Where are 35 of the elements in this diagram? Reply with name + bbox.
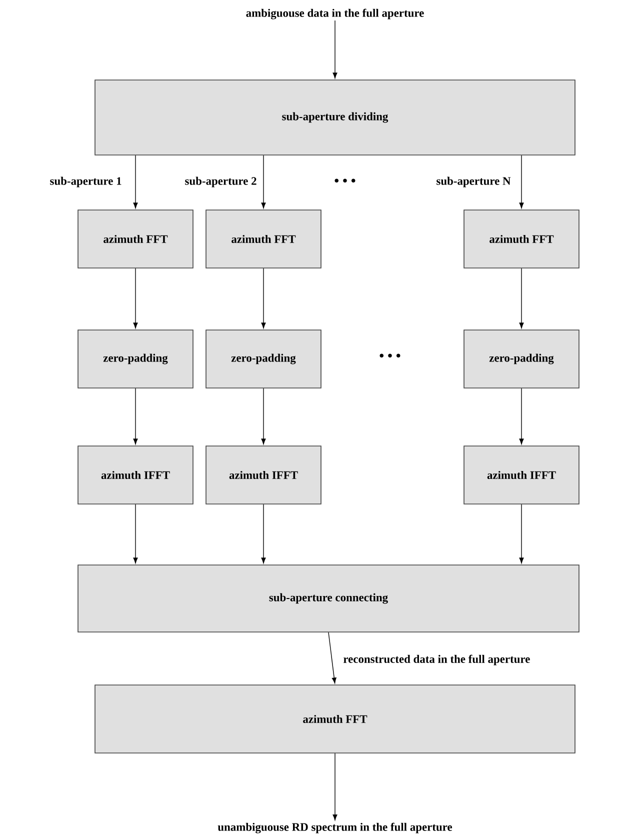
process-box: sub-aperture dividing [94, 80, 576, 156]
arrow [261, 388, 266, 444]
process-box: azimuth FFT [78, 210, 194, 268]
ellipsis-dots: • • • [334, 178, 356, 183]
arrow [519, 388, 524, 444]
arrow [261, 155, 266, 208]
data-text: unambiguouse RD spectrum in the full aperture [218, 822, 452, 834]
process-box: azimuth IFFT [206, 446, 322, 504]
ellipsis-dots: • • • [380, 354, 400, 358]
process-box: azimuth IFFT [78, 446, 194, 504]
arrow [332, 753, 338, 820]
edge-label: sub-aperture N [435, 176, 512, 188]
arrow [519, 155, 524, 208]
arrow [519, 504, 524, 564]
process-box: azimuth FFT [94, 684, 576, 754]
process-box: azimuth FFT [206, 210, 322, 268]
arrow [519, 268, 524, 328]
arrow [332, 20, 338, 78]
data-text: ambiguouse data in the full aperture [246, 8, 424, 20]
process-box: sub-aperture connecting [78, 564, 580, 632]
edge-label: sub-aperture 2 [184, 176, 258, 188]
arrow [133, 268, 138, 328]
process-box: azimuth IFFT [464, 446, 580, 504]
arrow [261, 268, 266, 328]
process-box: zero-padding [206, 330, 322, 388]
process-box: azimuth FFT [464, 210, 580, 268]
edge-label: sub-aperture 1 [48, 176, 123, 188]
arrow [133, 155, 138, 208]
arrow [261, 504, 266, 564]
arrow [328, 632, 336, 684]
process-box: zero-padding [464, 330, 580, 388]
process-box: zero-padding [78, 330, 194, 388]
edge-label: reconstructed data in the full aperture [342, 654, 532, 666]
arrow [133, 504, 138, 564]
arrow [133, 388, 138, 444]
